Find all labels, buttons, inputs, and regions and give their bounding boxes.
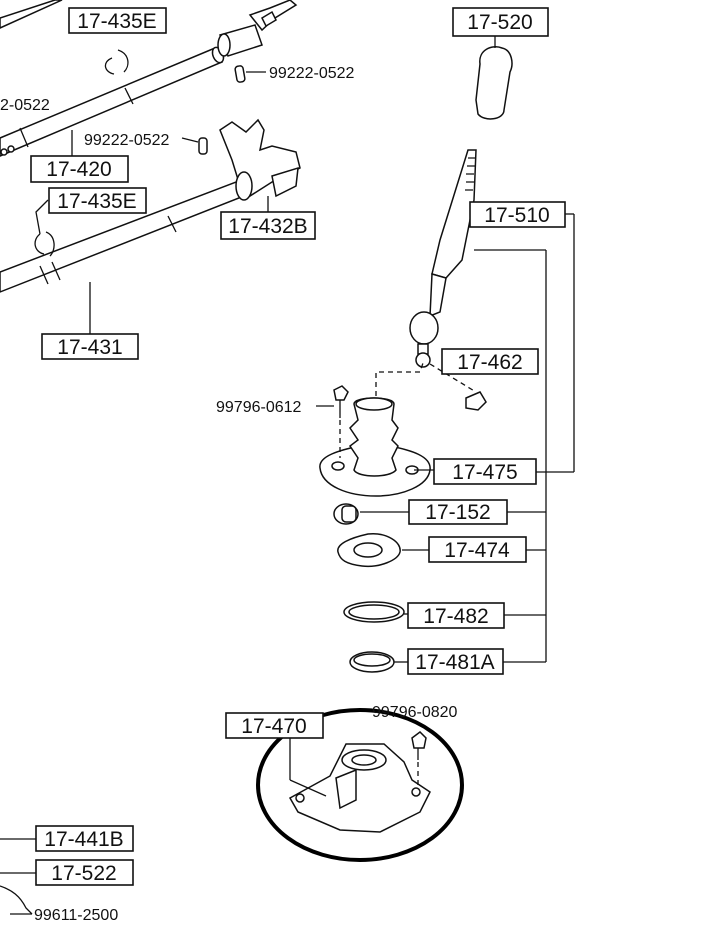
label-99611-2500: 99611-2500 [34,907,118,924]
shift-fork-mid [219,118,301,201]
shift-fork-upper [217,0,298,57]
svg-text:17-482: 17-482 [423,605,488,628]
bolt-99796-0612 [316,385,349,458]
circlip-mid [34,199,55,257]
circlip-upper [104,49,129,75]
label-17-435E-top: 17-435E [68,7,167,34]
label-17-475: 17-475 [433,458,537,485]
label-17-420: 17-420 [30,155,129,183]
label-17-435E-mid: 17-435E [48,187,147,214]
shift-knob [475,34,513,120]
label-17-470: 17-470 [225,712,324,739]
label-99796-0612: 99796-0612 [216,399,302,416]
svg-text:17-441B: 17-441B [44,828,123,851]
label-17-441B: 17-441B [35,825,134,852]
svg-text:17-481A: 17-481A [415,651,494,674]
label-17-474: 17-474 [428,536,527,563]
boot-17-475 [319,359,431,497]
svg-text:17-431: 17-431 [57,336,122,359]
label-17-482: 17-482 [407,602,505,629]
svg-text:17-435E: 17-435E [57,190,136,213]
svg-text:17-152: 17-152 [425,501,490,524]
label-0522-cut: 2-0522 [0,97,50,114]
label-99222-0522-a: 99222-0522 [269,65,355,82]
spring-pin-b [181,137,208,155]
shift-rod-upper-2 [0,0,63,29]
spring-pin-a [234,65,266,83]
svg-text:17-510: 17-510 [484,204,549,227]
svg-text:17-474: 17-474 [444,539,510,562]
svg-text:17-432B: 17-432B [228,215,307,238]
highlight-circle [256,708,464,862]
shift-lever [409,149,477,368]
label-17-481A: 17-481A [407,648,504,675]
svg-text:17-462: 17-462 [457,351,522,374]
plate-17-474 [337,533,401,568]
leader-lines [0,130,575,915]
label-99222-0522-b: 99222-0522 [84,132,170,149]
label-17-510: 17-510 [469,201,566,228]
housing-17-470 [288,731,431,833]
label-17-522: 17-522 [35,859,134,886]
svg-text:17-470: 17-470 [241,715,306,738]
label-17-520: 17-520 [452,7,549,37]
svg-text:17-420: 17-420 [46,158,111,181]
ring-17-481A [349,651,395,673]
label-99796-0820: 99796-0820 [372,704,458,721]
label-17-431: 17-431 [41,333,139,360]
svg-text:17-522: 17-522 [51,862,116,885]
svg-text:17-435E: 17-435E [77,10,156,33]
svg-text:17-520: 17-520 [467,11,532,34]
label-17-432B: 17-432B [220,211,316,240]
bush-17-462 [429,363,487,411]
label-17-152: 17-152 [408,499,508,525]
gasket-17-482 [343,601,405,623]
label-17-462: 17-462 [441,348,539,375]
svg-text:17-475: 17-475 [452,461,517,484]
plug-17-152 [333,503,359,525]
